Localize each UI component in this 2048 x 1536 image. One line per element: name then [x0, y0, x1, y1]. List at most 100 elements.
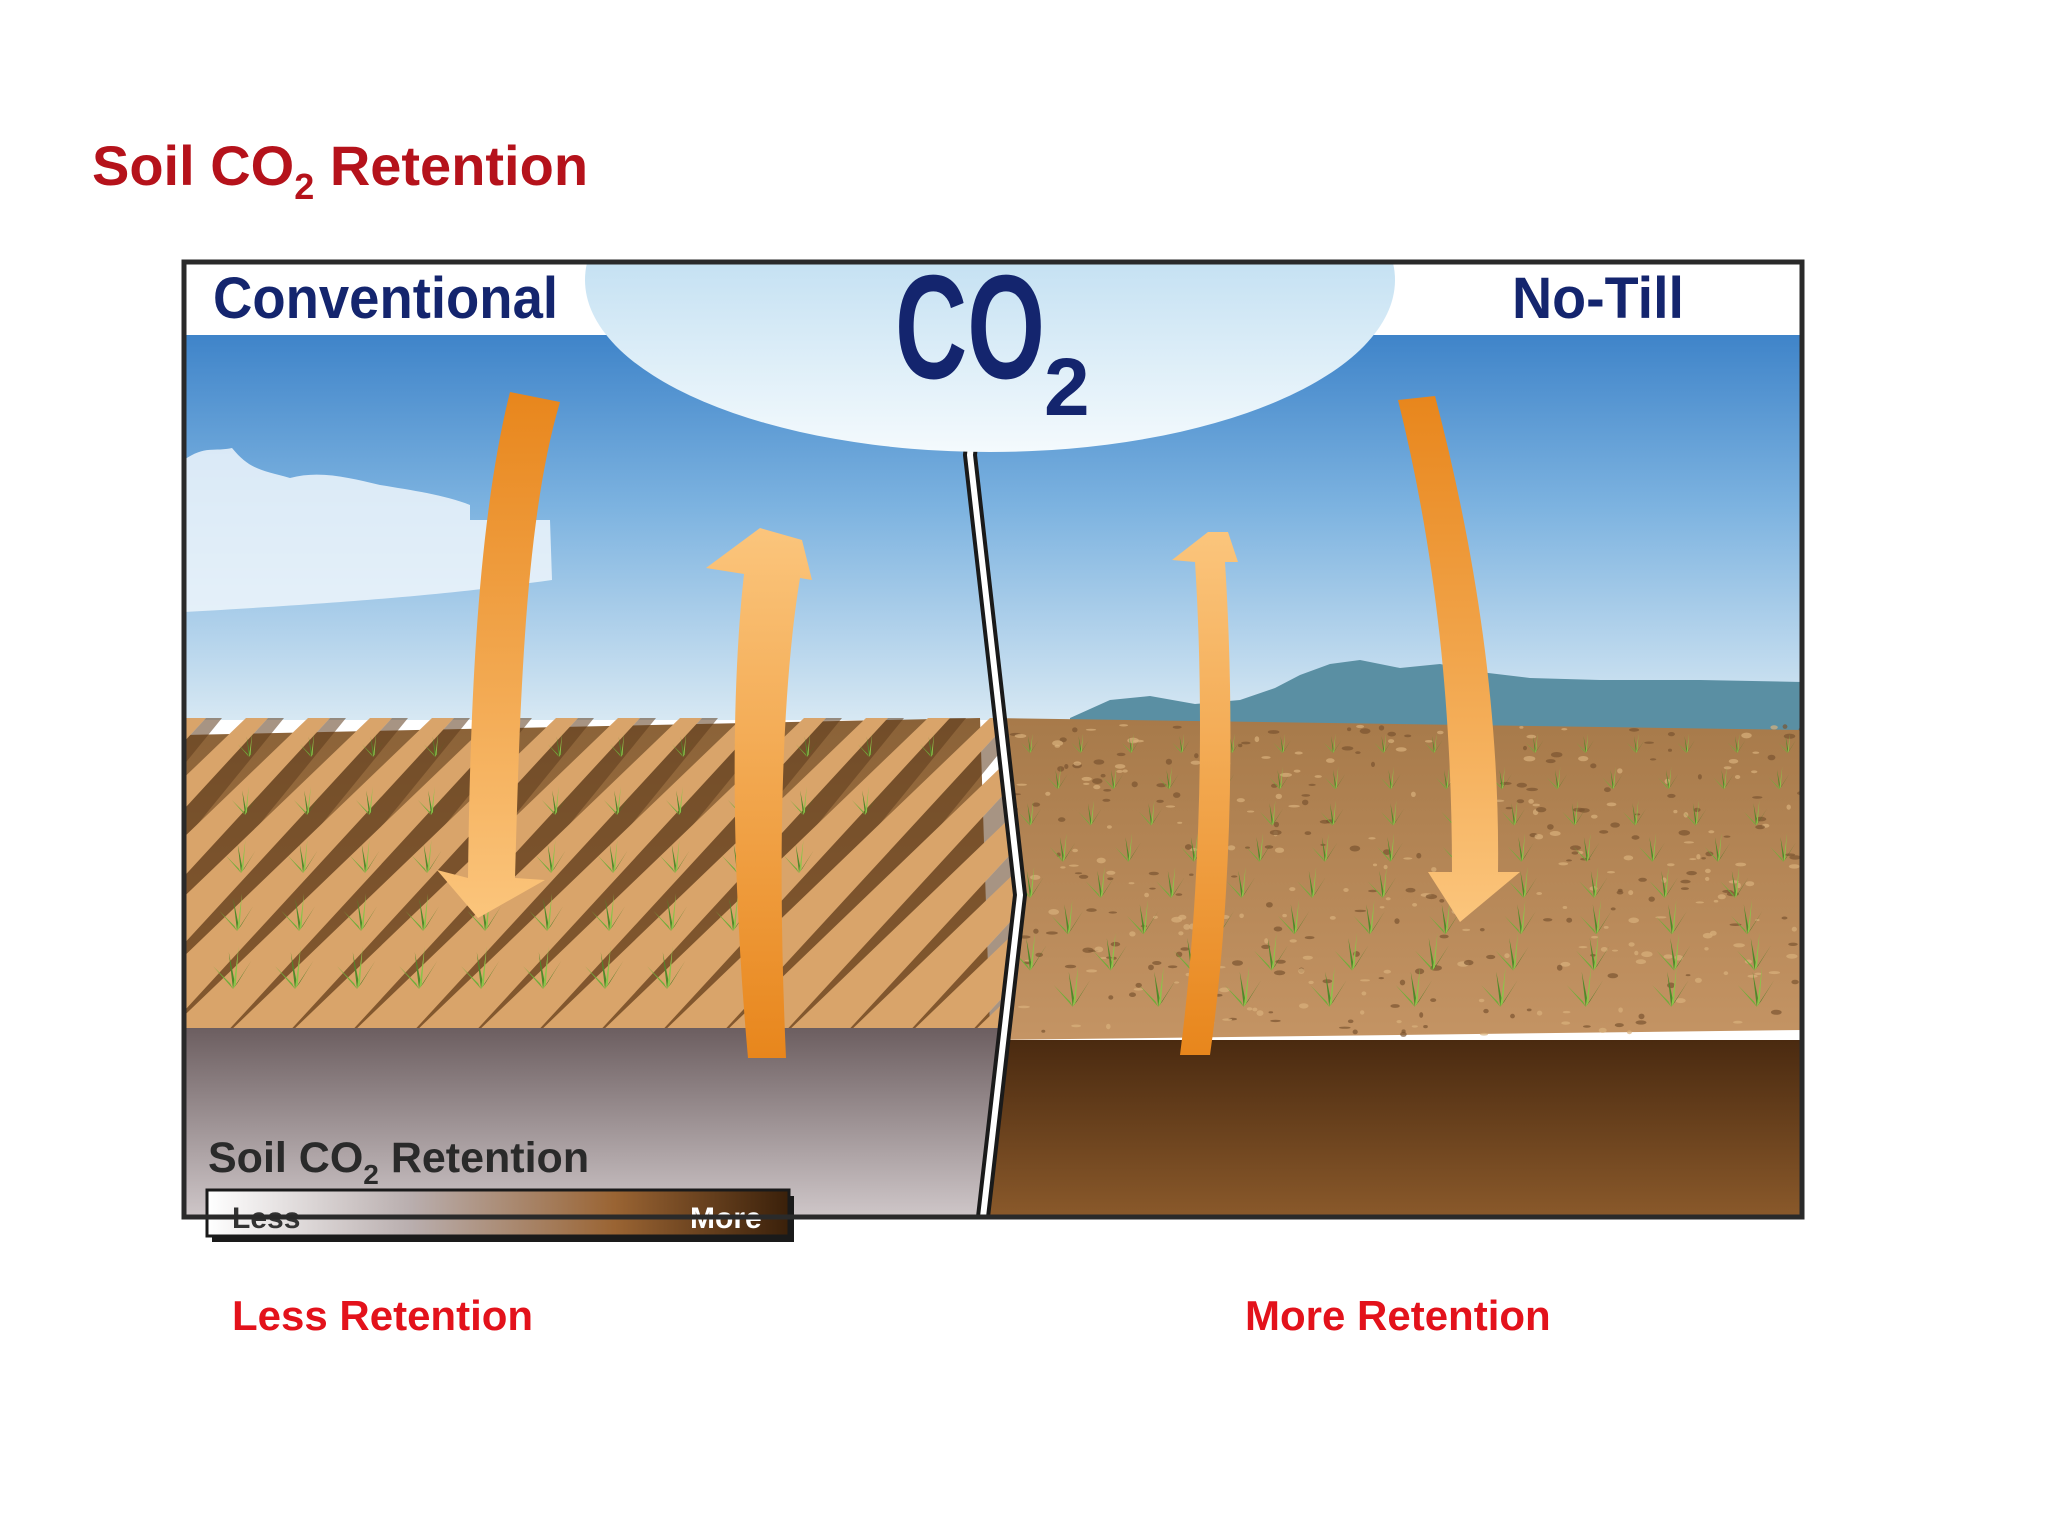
crop-plant — [1704, 833, 1731, 862]
crop-plant — [1085, 866, 1115, 899]
soil-layer-notill — [980, 1040, 1802, 1217]
crop-plant — [1768, 766, 1789, 790]
crop-plant — [1495, 933, 1530, 971]
crop-plant — [647, 946, 686, 989]
ridge — [784, 718, 1020, 1035]
title-subscript: 2 — [294, 166, 315, 207]
crop-plant — [1727, 733, 1746, 754]
crop-plant — [1020, 733, 1039, 754]
crop-plant — [1278, 899, 1310, 935]
co2-label: CO — [895, 245, 1045, 410]
ridge — [908, 718, 1020, 1035]
furrow — [184, 718, 346, 1035]
furrow — [0, 718, 36, 1035]
crop-plant — [1049, 833, 1076, 862]
crop-plant — [789, 786, 816, 815]
crop-plant — [548, 733, 570, 757]
crop-plant — [343, 893, 378, 931]
crop-plant — [337, 946, 376, 989]
crop-plant — [238, 733, 260, 757]
crop-plant — [362, 733, 384, 757]
crop-plant — [1353, 899, 1385, 935]
crop-plant — [1071, 733, 1089, 754]
crop-plant — [1395, 966, 1433, 1007]
crop-plant — [1093, 933, 1127, 971]
ridge — [536, 718, 888, 1035]
crop-plant — [1737, 933, 1771, 971]
furrow — [224, 718, 532, 1035]
crop-plant — [231, 786, 258, 815]
mountains — [1070, 660, 1802, 730]
crop-plant — [1546, 766, 1567, 790]
ridge — [0, 718, 20, 1035]
crop-plant — [1376, 833, 1403, 862]
ridge — [184, 718, 516, 1035]
arrow-notill-up — [1172, 532, 1238, 1055]
crop-plant — [293, 786, 320, 815]
crop-plant — [1720, 866, 1749, 899]
caption-more-retention: More Retention — [1245, 1292, 1551, 1339]
crop-plant — [796, 733, 818, 757]
crop-plant — [1172, 733, 1190, 754]
crop-plant — [1374, 733, 1392, 754]
crop-plant — [355, 786, 382, 815]
cloud-left — [184, 448, 552, 612]
crop-plant — [529, 893, 564, 931]
crop-plant — [535, 840, 566, 873]
crop-plant — [1579, 866, 1608, 899]
crop-plant — [1713, 766, 1734, 790]
title-prefix: Soil CO — [92, 134, 295, 197]
crop-plant — [1311, 833, 1338, 862]
arrow-conventional-down — [437, 392, 560, 918]
label-conventional: Conventional — [213, 266, 558, 331]
crop-plant — [1078, 800, 1102, 826]
crop-plant — [1769, 833, 1796, 862]
crop-plant — [1481, 966, 1518, 1007]
ridge — [846, 718, 1020, 1035]
crop-plant — [597, 840, 628, 873]
co2-cloud — [585, 262, 1395, 452]
crop-plant — [1273, 733, 1291, 754]
ridge — [184, 718, 330, 1035]
ridge — [184, 718, 454, 1035]
crop-plant — [1121, 733, 1140, 754]
furrow — [906, 718, 1020, 1035]
crop-plant — [219, 893, 254, 931]
crop-plant — [1562, 800, 1586, 826]
crop-plant — [1260, 800, 1284, 826]
crop-plant — [1139, 966, 1176, 1007]
furrow — [0, 718, 98, 1035]
caption-less-retention: Less Retention — [232, 1292, 534, 1339]
crop-plant — [591, 893, 626, 931]
crop-plant — [1102, 766, 1123, 790]
crop-plant — [1677, 733, 1695, 754]
crop-plant — [1778, 733, 1796, 754]
ridge — [288, 718, 640, 1035]
crop-plant — [1573, 833, 1600, 862]
crop-plant — [1381, 800, 1405, 826]
furrow — [658, 718, 966, 1035]
label-notill: No-Till — [1512, 266, 1684, 331]
furrow — [844, 718, 1020, 1035]
crop-plant — [659, 840, 690, 873]
furrow — [184, 718, 470, 1035]
crop-plant — [1323, 733, 1342, 754]
crop-plant — [783, 840, 814, 873]
crop-plant — [1626, 733, 1645, 754]
crop-plant — [1158, 766, 1179, 790]
crop-plant — [1602, 766, 1623, 790]
crop-plant — [1566, 966, 1604, 1007]
crop-plant — [1310, 966, 1347, 1007]
crop-plant — [1139, 800, 1163, 826]
ridge — [722, 718, 1020, 1035]
crop-plant — [1156, 866, 1185, 899]
crop-plant — [349, 840, 380, 873]
crop-plant — [1508, 866, 1538, 899]
panel-frame — [181, 259, 1805, 1220]
crop-plant — [1320, 800, 1344, 826]
crop-plant — [1269, 766, 1290, 790]
crop-plant — [1127, 899, 1159, 935]
crop-plant — [1576, 933, 1610, 971]
crop-plant — [1638, 833, 1665, 862]
